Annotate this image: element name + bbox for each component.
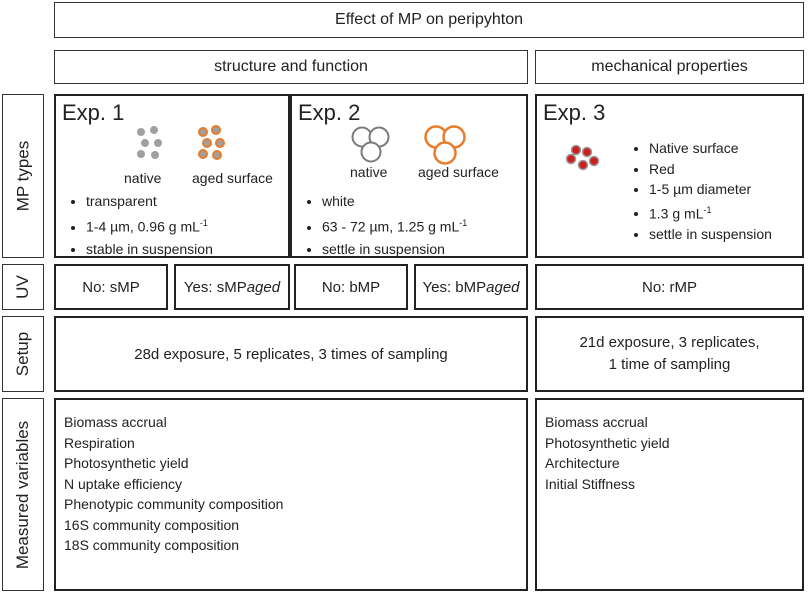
list-item: Architecture [545,455,620,471]
particle [141,139,149,147]
exp2-aged-particles-icon [424,125,466,165]
row-label-setup: Setup [2,316,44,392]
list-item: settle in suspension [322,238,467,260]
particle [202,138,212,148]
diagram-title-box: Effect of MP on peripyhton [54,2,804,38]
uv-smp-box: No: sMP [54,264,168,310]
exp2-panel: Exp. 2 native aged surface white 63 - 72… [290,94,528,258]
exp1-aged-particles-icon [198,125,225,160]
particle [212,150,222,160]
particle [154,139,162,147]
list-item: Photosynthetic yield [545,434,670,451]
list-item: N uptake efficiency [64,475,183,492]
exp2-label: Exp. 2 [298,100,361,125]
particle [565,153,577,165]
exp1-panel: Exp. 1 native aged surface transparent 1… [54,94,290,258]
list-item: Photosynthetic yield [64,455,189,471]
exp1-properties-list: transparent 1-4 µm, 0.96 g mL-1 stable i… [64,190,213,260]
exp1-label: Exp. 1 [62,100,125,125]
exp1-aged-label: aged surface [192,170,273,186]
particle [211,125,221,135]
list-item: stable in suspension [86,238,213,260]
exp2-native-particles-icon [351,126,390,163]
setup-left-box: 28d exposure, 5 replicates, 3 times of s… [54,316,528,392]
list-item: Red [649,159,772,180]
measured-right-list: Biomass accrual Photosynthetic yield Arc… [545,412,670,494]
particle [151,151,159,159]
measured-left-box: Biomass accrual Respiration Photosynthet… [54,398,528,591]
particle [581,146,593,158]
diagram-title: Effect of MP on peripyhton [335,11,523,28]
setup-right-box: 21d exposure, 3 replicates, 1 time of sa… [535,316,804,392]
list-item: Biomass accrual [64,414,167,430]
uv-smp-aged-box: Yes: sMPaged [174,264,290,310]
exp1-native-particles-icon [137,126,162,159]
particle [588,155,600,167]
particle [150,126,158,134]
row-label-mp-types: MP types [2,94,44,258]
list-item: 16S community composition [64,516,240,533]
exp3-label: Exp. 3 [543,100,606,125]
list-item: transparent [86,190,213,212]
particle [433,141,457,165]
uv-bmp-aged-box: Yes: bMPaged [414,264,528,310]
list-item: white [322,190,467,212]
exp3-properties-list: Native surface Red 1-5 µm diameter 1.3 g… [627,138,772,244]
exp2-native-label: native [350,164,388,180]
uv-bmp-box: No: bMP [294,264,408,310]
exp1-native-label: native [124,170,162,186]
list-item: Initial Stiffness [545,475,636,492]
row-label-uv: UV [2,264,44,310]
particle [198,127,208,137]
particle [215,138,225,148]
header-mechanical-properties: mechanical properties [535,50,804,84]
exp3-particles-icon [565,144,600,171]
list-item: 1-5 µm diameter [649,179,772,200]
exp2-properties-list: white 63 - 72 µm, 1.25 g mL-1 settle in … [300,190,467,260]
exp3-panel: Exp. 3 Native surface Red 1-5 µm diamete… [535,94,804,258]
particle [360,141,382,163]
measured-left-list: Biomass accrual Respiration Photosynthet… [64,412,283,556]
header-structure-function: structure and function [54,50,528,84]
list-item: 63 - 72 µm, 1.25 g mL-1 [322,212,467,238]
measured-right-box: Biomass accrual Photosynthetic yield Arc… [535,398,804,591]
particle [137,150,145,158]
list-item: Native surface [649,138,772,159]
exp2-aged-label: aged surface [418,164,499,180]
particle [137,128,145,136]
particle [198,149,208,159]
list-item: Phenotypic community composition [64,496,284,512]
uv-rmp-box: No: rMP [535,264,804,310]
row-label-measured-variables: Measured variables [2,398,44,591]
particle [577,159,589,171]
list-item: Respiration [64,434,135,451]
list-item: 1.3 g mL-1 [649,200,772,224]
list-item: 18S community composition [64,537,240,553]
list-item: settle in suspension [649,224,772,245]
list-item: Biomass accrual [545,414,648,430]
list-item: 1-4 µm, 0.96 g mL-1 [86,212,213,238]
particle [570,144,582,156]
